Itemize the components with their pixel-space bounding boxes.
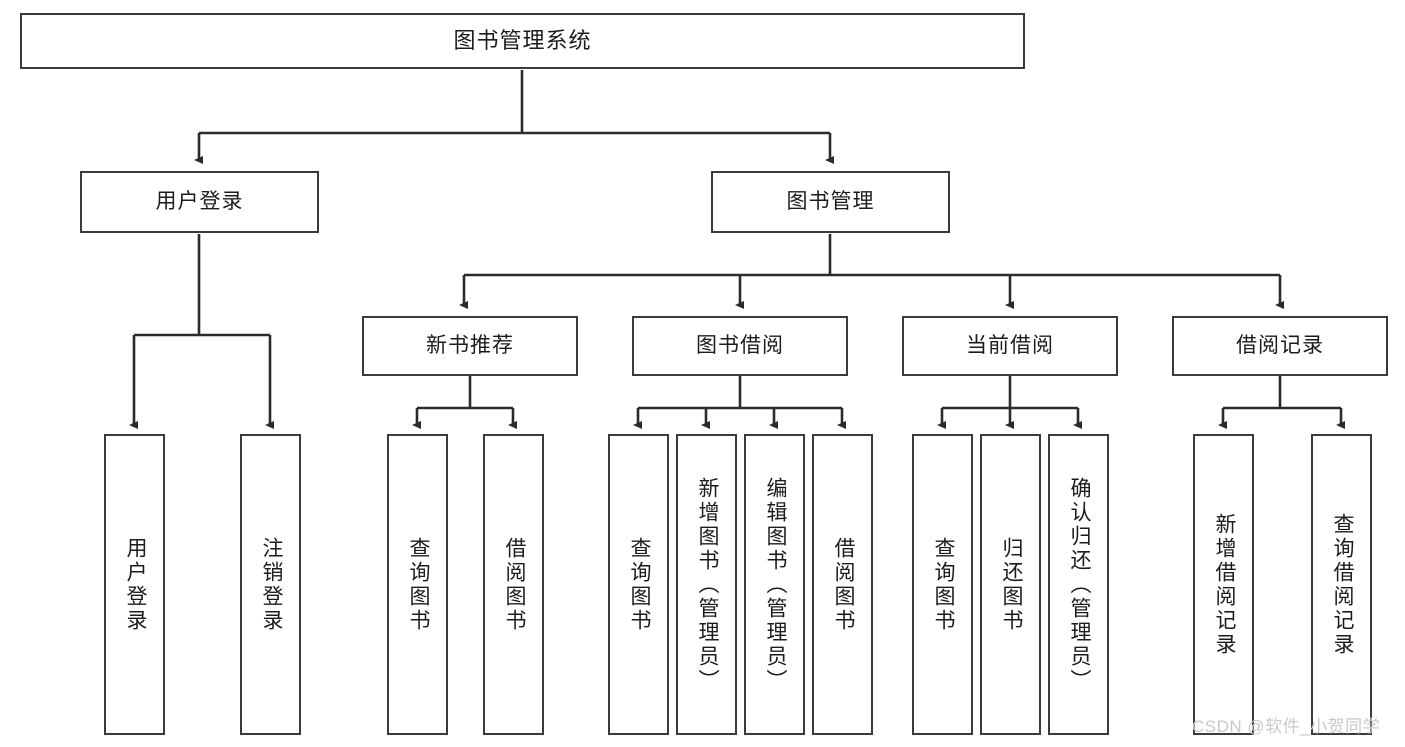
leaf-borrow-book-1[interactable]: 借阅图书	[483, 434, 544, 735]
leaf-add-record[interactable]: 新增借阅记录	[1193, 434, 1254, 735]
leaf-query-book-2-label: 查询图书	[627, 536, 651, 633]
leaf-query-book-1[interactable]: 查询图书	[387, 434, 448, 735]
leaf-query-record-label: 查询借阅记录	[1330, 512, 1354, 657]
node-user-login[interactable]: 用户登录	[80, 171, 319, 233]
node-current-borrow-label: 当前借阅	[966, 333, 1054, 357]
leaf-edit-book[interactable]: 编辑图书（管理员）	[744, 434, 805, 735]
node-book-borrow[interactable]: 图书借阅	[632, 316, 848, 376]
leaf-edit-book-label: 编辑图书（管理员）	[763, 476, 787, 693]
node-book-borrow-label: 图书借阅	[696, 333, 784, 357]
leaf-confirm-return[interactable]: 确认归还（管理员）	[1048, 434, 1109, 735]
node-borrow-record[interactable]: 借阅记录	[1172, 316, 1388, 376]
leaf-query-book-3-label: 查询图书	[931, 536, 955, 633]
leaf-add-book[interactable]: 新增图书（管理员）	[676, 434, 737, 735]
node-root[interactable]: 图书管理系统	[20, 13, 1025, 69]
leaf-query-book-2[interactable]: 查询图书	[608, 434, 669, 735]
leaf-query-book-3[interactable]: 查询图书	[912, 434, 973, 735]
node-new-book-recommend[interactable]: 新书推荐	[362, 316, 578, 376]
leaf-query-record[interactable]: 查询借阅记录	[1311, 434, 1372, 735]
leaf-user-logout[interactable]: 注销登录	[240, 434, 301, 735]
node-root-label: 图书管理系统	[453, 28, 592, 54]
leaf-borrow-book-2[interactable]: 借阅图书	[812, 434, 873, 735]
leaf-return-book-label: 归还图书	[999, 536, 1023, 633]
node-user-login-label: 用户登录	[155, 189, 244, 213]
node-borrow-record-label: 借阅记录	[1236, 333, 1324, 357]
leaf-add-record-label: 新增借阅记录	[1212, 512, 1236, 657]
node-book-manage[interactable]: 图书管理	[711, 171, 950, 233]
leaf-return-book[interactable]: 归还图书	[980, 434, 1041, 735]
leaf-user-login[interactable]: 用户登录	[104, 434, 165, 735]
node-current-borrow[interactable]: 当前借阅	[902, 316, 1118, 376]
node-book-manage-label: 图书管理	[786, 189, 875, 213]
leaf-borrow-book-1-label: 借阅图书	[502, 536, 526, 633]
leaf-add-book-label: 新增图书（管理员）	[695, 476, 719, 693]
leaf-query-book-1-label: 查询图书	[406, 536, 430, 633]
leaf-user-login-label: 用户登录	[123, 536, 147, 633]
leaf-borrow-book-2-label: 借阅图书	[831, 536, 855, 633]
leaf-confirm-return-label: 确认归还（管理员）	[1067, 476, 1091, 693]
leaf-user-logout-label: 注销登录	[259, 536, 283, 633]
node-new-book-recommend-label: 新书推荐	[426, 333, 514, 357]
